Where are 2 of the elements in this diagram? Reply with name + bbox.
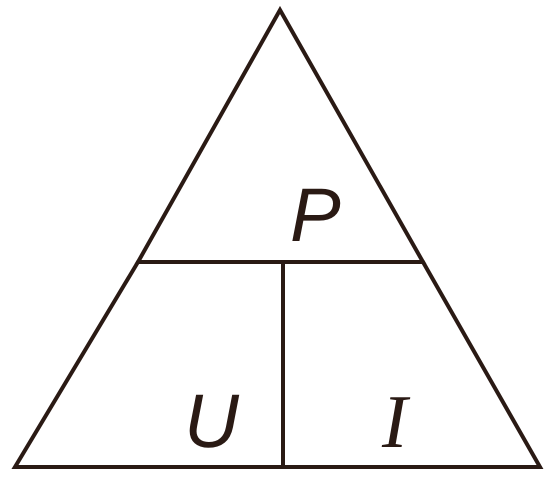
formula-symbol: U: [184, 384, 239, 460]
formula-symbol: P: [290, 178, 341, 254]
